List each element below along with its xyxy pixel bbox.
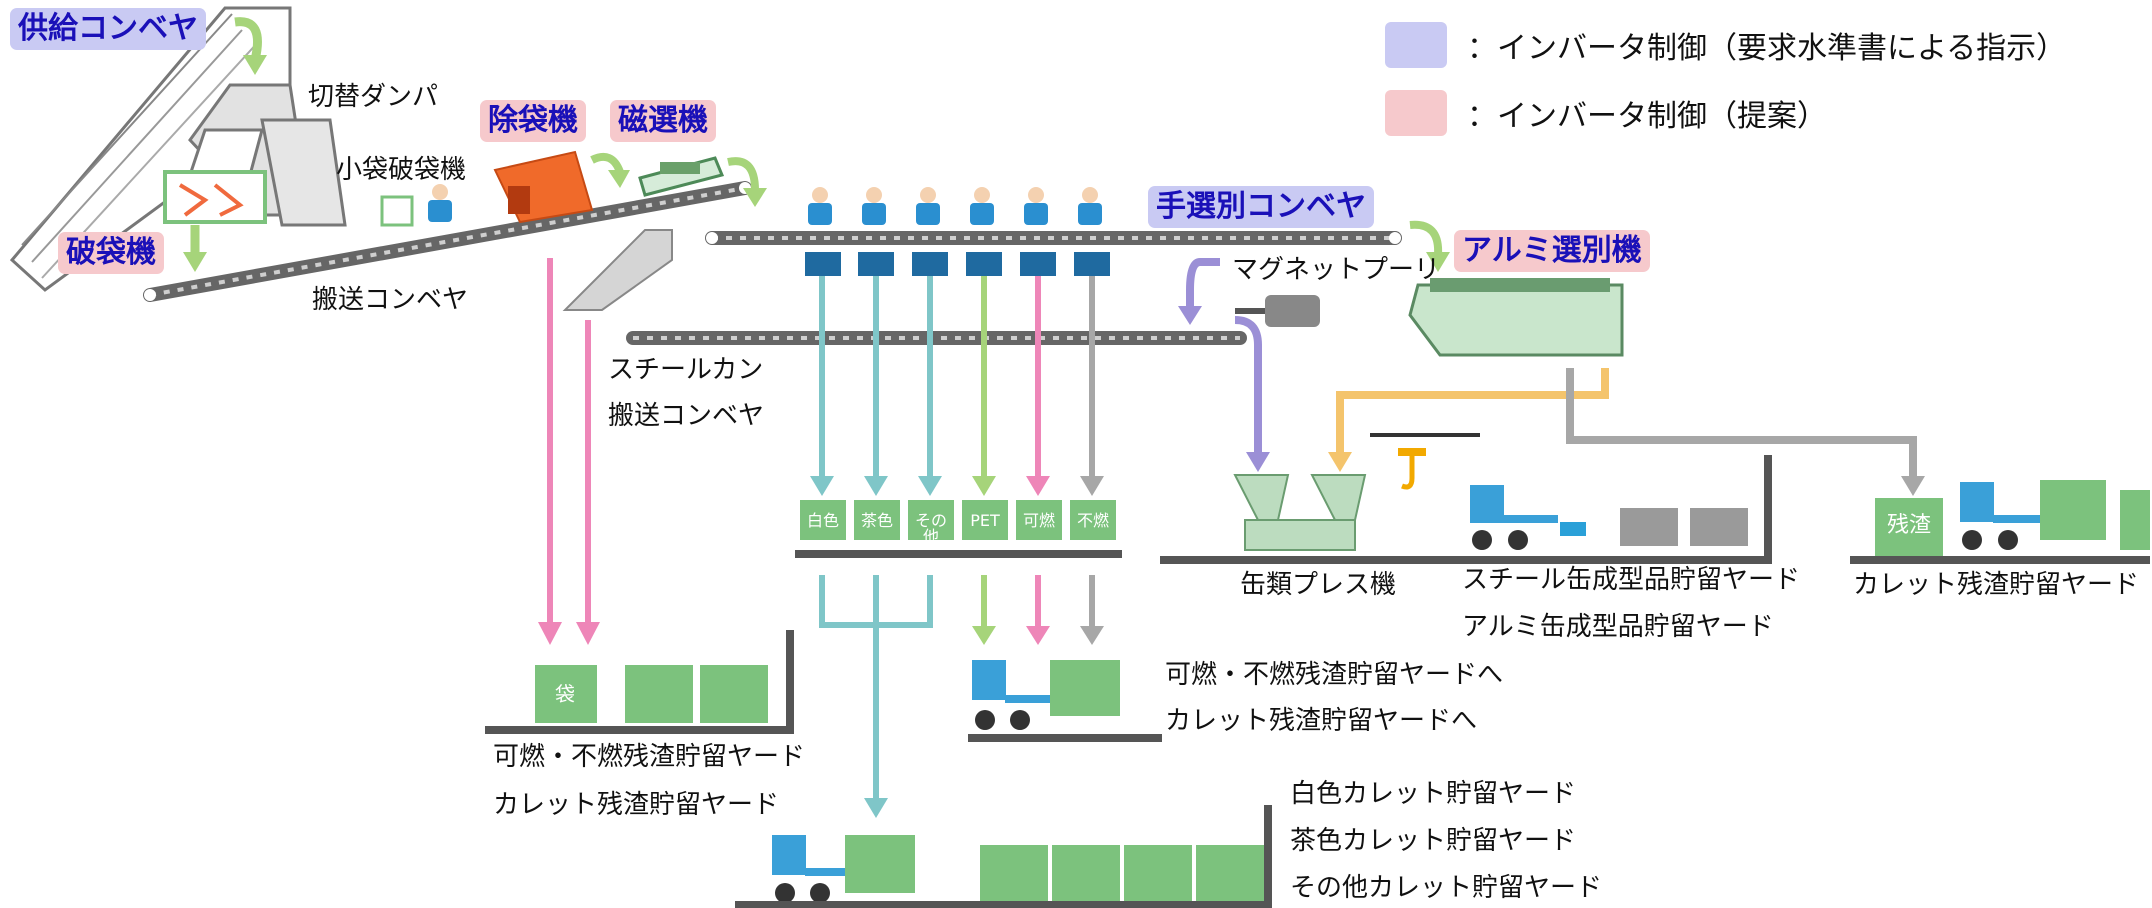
bin-label-white: 白色 — [806, 511, 839, 530]
worker-icon — [428, 184, 1102, 225]
steel-yard-area — [1160, 455, 1772, 564]
switch-damper-hopper — [187, 83, 347, 227]
cullet-yard-bottom — [735, 805, 1272, 908]
sort-chutes — [805, 252, 1110, 276]
legend-pink: ：インバータ制御（提案） — [1385, 90, 1827, 136]
badge-hand-sort-conveyor: 手選別コンベヤ — [1148, 186, 1374, 228]
bin-label-bag: 袋 — [555, 682, 575, 706]
small-bag-breaker-icon — [380, 195, 414, 227]
badge-bag-remover: 除袋機 — [480, 100, 586, 142]
legend-text-pink: ：インバータ制御（提案） — [1467, 99, 1827, 134]
crane-hook-icon — [1370, 433, 1480, 490]
label-can-press: 缶類プレス機 — [1240, 570, 1397, 600]
bag-breaker-machine — [163, 170, 267, 224]
can-press-machine — [1233, 474, 1367, 551]
label-combustible-to: 可燃・不燃残渣貯留ヤードへ — [1165, 660, 1504, 690]
sorted-drop-arrows — [810, 276, 1104, 496]
label-steel-yard: スチール缶成型品貯留ヤード — [1462, 565, 1801, 595]
bin-label-brown: 茶色 — [860, 511, 893, 530]
bin-label-combustible: 可燃 — [1022, 511, 1055, 530]
sorted-bins — [795, 500, 1122, 558]
aluminum-separator-machine — [1408, 278, 1624, 357]
badge-supply-conveyor: 供給コンベヤ — [10, 8, 206, 50]
label-alu-yard: アルミ缶成型品貯留ヤード — [1462, 612, 1774, 642]
legend-blue: ：インバータ制御（要求水準書による指示） — [1385, 22, 2066, 68]
legend-swatch-blue — [1385, 22, 1447, 68]
badge-aluminum-separator: アルミ選別機 — [1454, 230, 1650, 272]
label-other-yard: その他カレット貯留ヤード — [1290, 873, 1603, 903]
label-magnet-pulley: マグネットプーリ — [1232, 255, 1441, 285]
bin-label-other: その他 — [914, 511, 947, 546]
label-cullet-residue-yard-left: カレット残渣貯留ヤード — [493, 790, 780, 820]
badge-magnetic-separator: 磁選機 — [610, 100, 716, 142]
label-transport-conveyor: 搬送コンベヤ — [312, 285, 469, 315]
legend-swatch-pink — [1385, 90, 1447, 136]
label-switch-damper: 切替ダンパ — [308, 82, 439, 112]
forklift-icon — [968, 660, 1162, 742]
label-steel-can: スチールカン — [608, 355, 764, 385]
badge-bag-breaker: 破袋機 — [58, 232, 164, 274]
label-combustible-yard-left: 可燃・不燃残渣貯留ヤード — [493, 742, 806, 772]
label-brown-yard: 茶色カレット貯留ヤード — [1290, 826, 1577, 856]
yard-drop-arrows — [819, 575, 1104, 818]
bag-drop-arrows — [538, 258, 600, 645]
label-steel-can-conveyor: 搬送コンベヤ — [608, 401, 765, 431]
bag-yard — [485, 630, 794, 734]
magnetic-separator-machine — [638, 156, 725, 197]
hand-sort-conveyor — [705, 231, 1402, 245]
label-cullet-residue-yard-right: カレット残渣貯留ヤード — [1853, 570, 2140, 600]
label-white-yard: 白色カレット貯留ヤード — [1290, 779, 1577, 809]
motor-icon — [1235, 295, 1320, 327]
bin-label-pet: PET — [970, 511, 1000, 530]
legend-text-blue: ：インバータ制御（要求水準書による指示） — [1467, 31, 2067, 66]
label-small-bag-breaker: 小袋破袋機 — [336, 155, 467, 185]
right-residue-yard — [1850, 480, 2150, 564]
bin-label-noncombustible: 不燃 — [1076, 511, 1109, 530]
bin-label-residue: 残渣 — [1886, 513, 1931, 538]
label-cullet-residue-to: カレット残渣貯留ヤードへ — [1165, 706, 1478, 736]
